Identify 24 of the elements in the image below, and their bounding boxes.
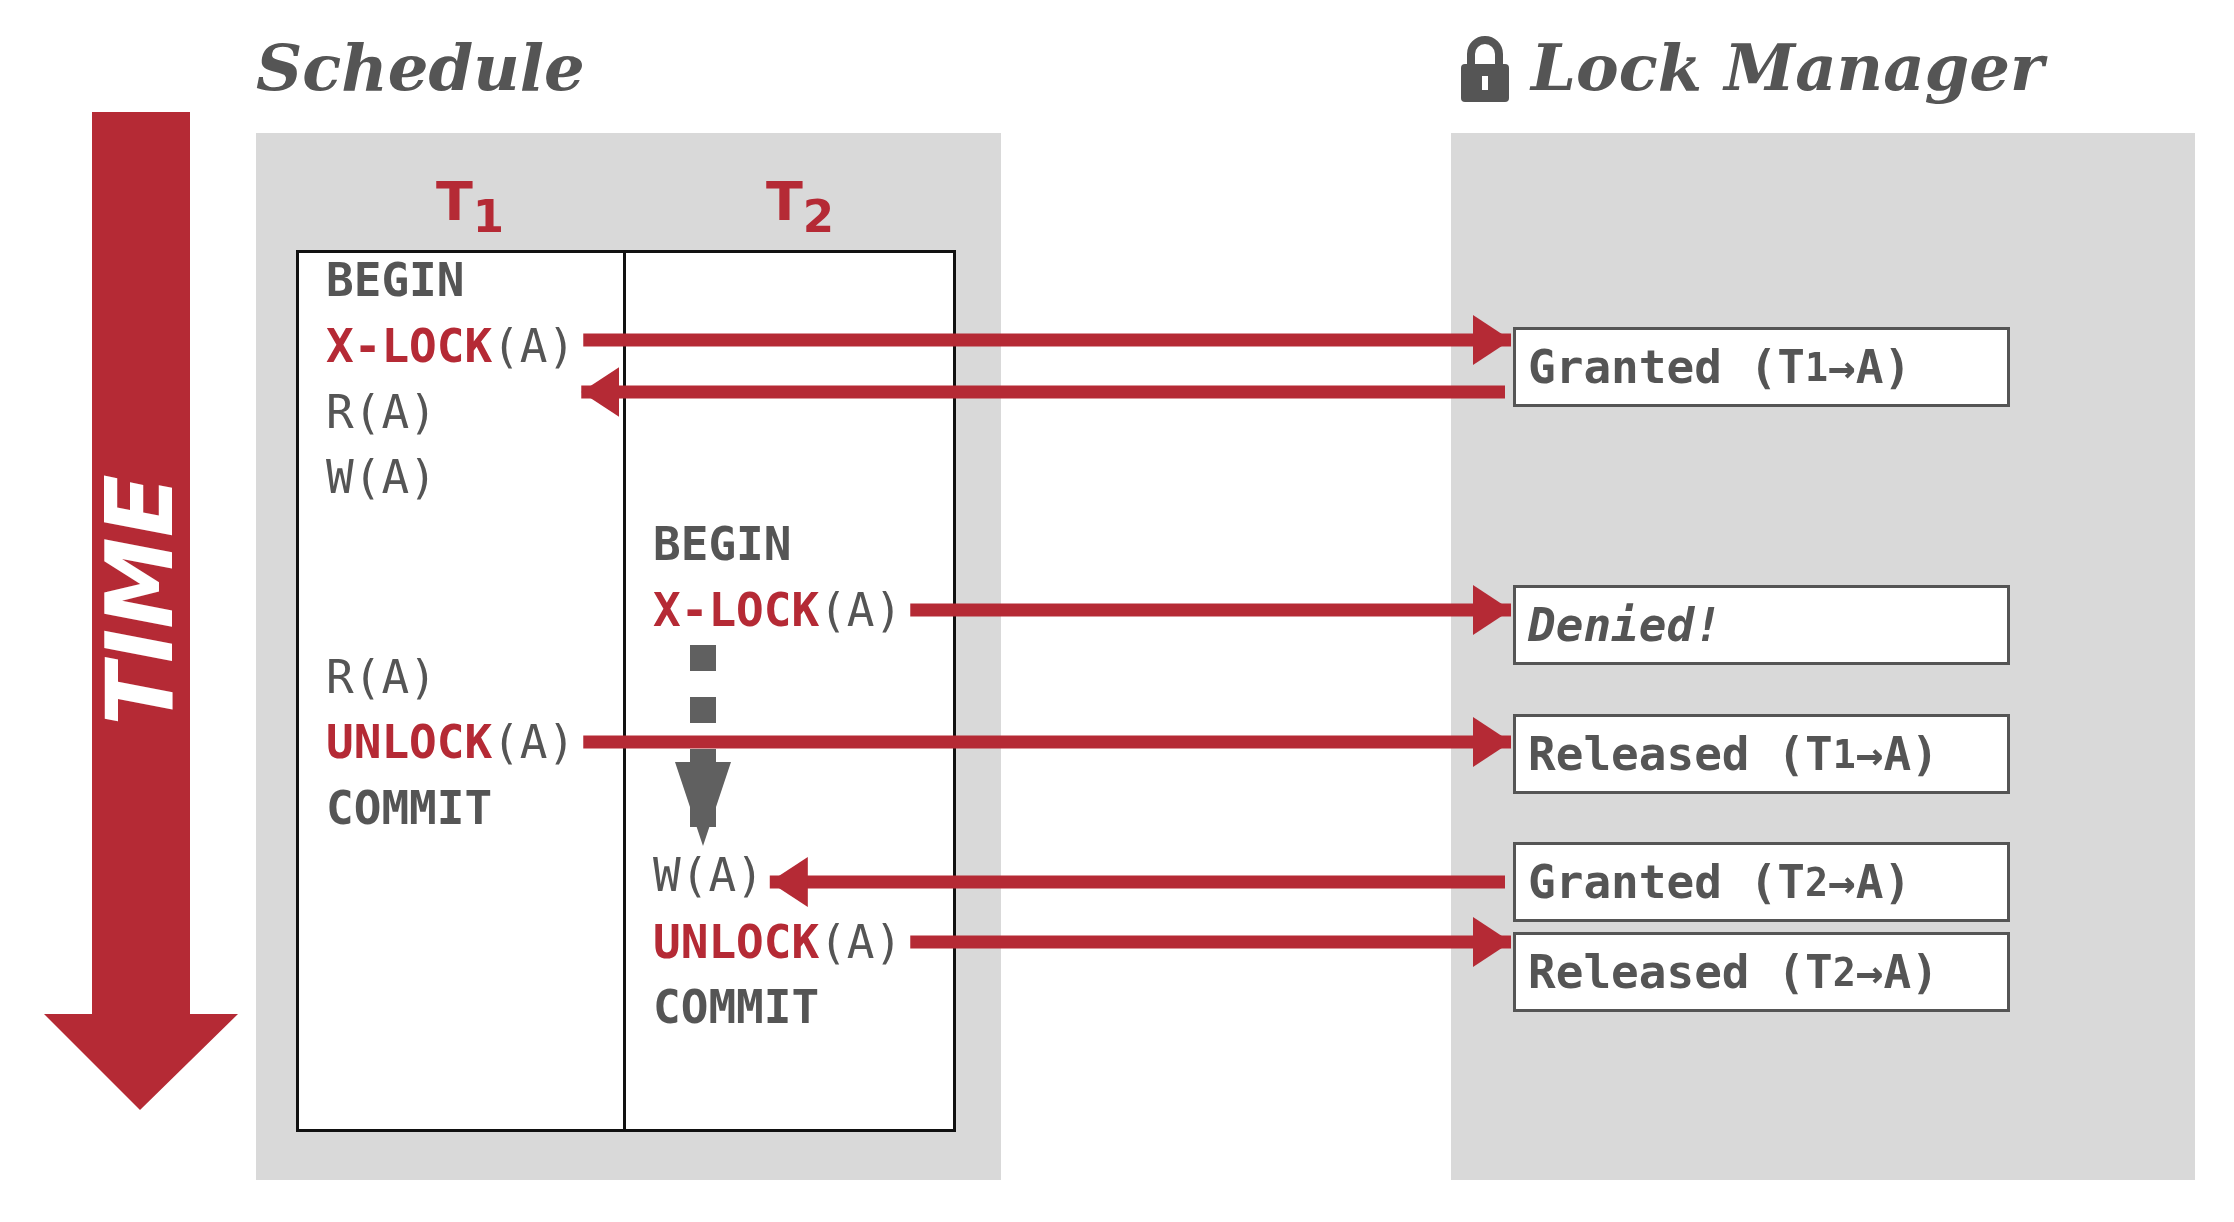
- lock-status-box: Denied!: [1513, 585, 2010, 665]
- statement: UNLOCK(A): [326, 719, 576, 765]
- wait-arrow: [675, 645, 731, 846]
- statement: BEGIN: [326, 257, 465, 303]
- statement: R(A): [326, 654, 437, 700]
- statement: UNLOCK(A): [653, 919, 903, 965]
- statement: W(A): [326, 454, 437, 500]
- arrow: [583, 717, 1511, 767]
- statement: COMMIT: [326, 785, 493, 831]
- statement: BEGIN: [653, 521, 792, 567]
- statement: X-LOCK(A): [326, 323, 576, 369]
- arrow: [910, 585, 1511, 635]
- statement: X-LOCK(A): [653, 587, 903, 633]
- axis-label: TIME: [86, 474, 194, 726]
- statement: COMMIT: [653, 984, 820, 1030]
- column-header: T$_{1}$: [436, 170, 505, 243]
- panel-title: Schedule: [256, 30, 585, 105]
- arrow: [769, 857, 1505, 907]
- arrow: [583, 315, 1511, 365]
- column-header: T$_{2}$: [766, 170, 835, 243]
- statement: W(A): [653, 852, 764, 898]
- statement: R(A): [326, 389, 437, 435]
- arrow: [581, 367, 1505, 417]
- arrow: [910, 917, 1511, 967]
